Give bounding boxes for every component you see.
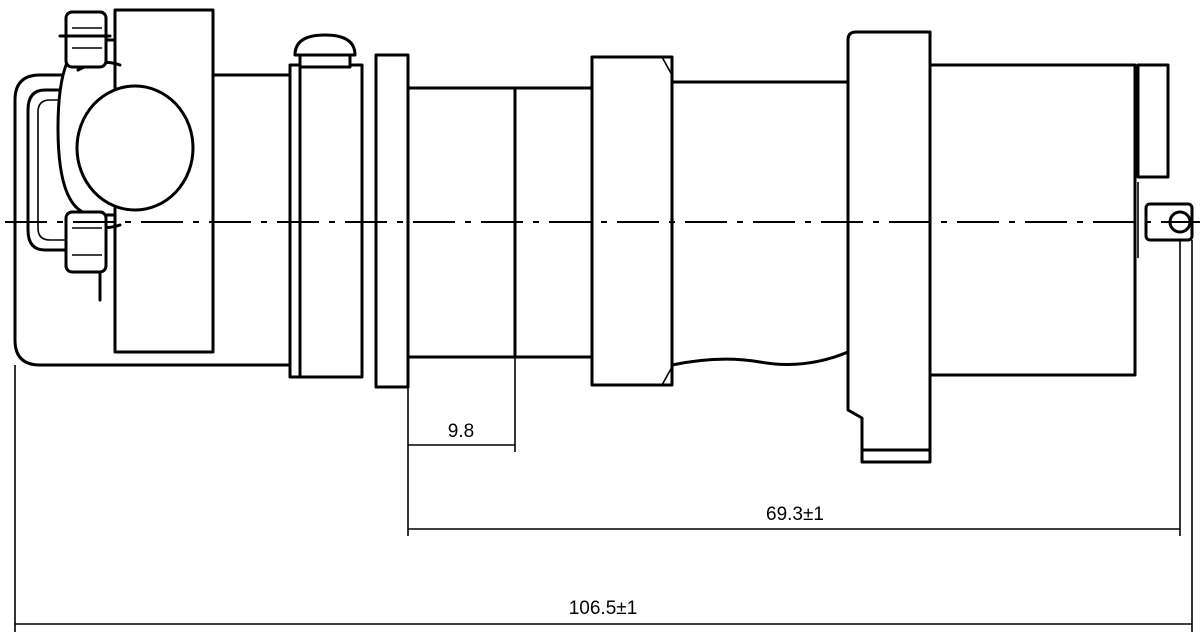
- dimension-label-9-8: 9.8: [448, 421, 474, 442]
- dimension-69-3: 69.3±1: [407, 240, 1181, 536]
- dimension-9-8: 9.8: [407, 357, 516, 452]
- collar: [288, 33, 364, 379]
- mount-bracket: [846, 30, 932, 464]
- clamp-housing: [13, 8, 292, 367]
- collar-screw-icon: [293, 33, 357, 69]
- bottom-screw-icon: [64, 210, 108, 302]
- dimension-label-106-5: 106.5±1: [569, 598, 638, 619]
- dimension-label-69-3: 69.3±1: [766, 504, 824, 525]
- rear-body: [670, 80, 850, 367]
- dimension-106-5: 106.5±1: [14, 240, 1193, 632]
- rear-cover: [928, 63, 1170, 377]
- top-screw-icon: [58, 10, 112, 69]
